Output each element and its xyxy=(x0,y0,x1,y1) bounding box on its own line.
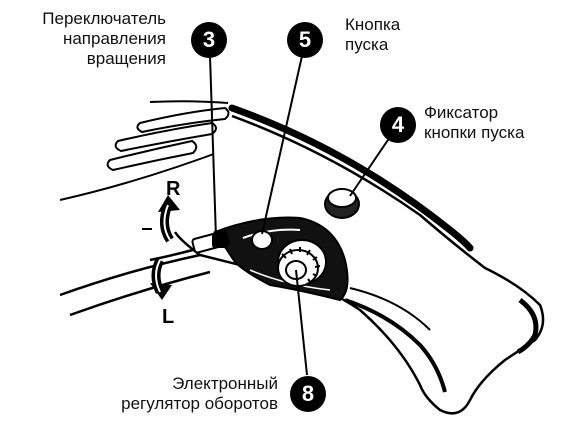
direction-switch-label-line-2: направления xyxy=(20,29,166,49)
callout-5: 5 xyxy=(287,22,323,58)
wrist-lines xyxy=(60,248,210,315)
callout-4: 4 xyxy=(380,107,416,143)
direction-switch-label-line-3: вращения xyxy=(20,49,166,69)
direction-switch-label: Переключатель направления вращения xyxy=(20,9,166,69)
direction-switch-label-line-1: Переключатель xyxy=(20,9,166,29)
start-button-label: Кнопка пуска xyxy=(345,15,400,55)
speed-regulator-label-line-2: регулятор оборотов xyxy=(60,394,278,414)
start-lock-label-line-2: кнопки пуска xyxy=(424,123,524,143)
start-lock-label-line-1: Фиксатор xyxy=(424,103,524,123)
callout-8: 8 xyxy=(290,376,326,412)
start-button-label-line-1: Кнопка xyxy=(345,15,400,35)
start-lock-label: Фиксатор кнопки пуска xyxy=(424,103,524,143)
start-button-label-line-2: пуска xyxy=(345,35,400,55)
start-lock-button xyxy=(325,189,359,218)
drill-body xyxy=(175,108,543,413)
speed-regulator-label: Электронный регулятор оборотов xyxy=(60,374,278,414)
callout-3: 3 xyxy=(191,22,227,58)
direction-reverse-letter: L xyxy=(162,306,174,329)
speed-regulator-label-line-1: Электронный xyxy=(60,374,278,394)
direction-forward-letter: R xyxy=(166,178,180,201)
rotation-arrows xyxy=(142,195,180,300)
